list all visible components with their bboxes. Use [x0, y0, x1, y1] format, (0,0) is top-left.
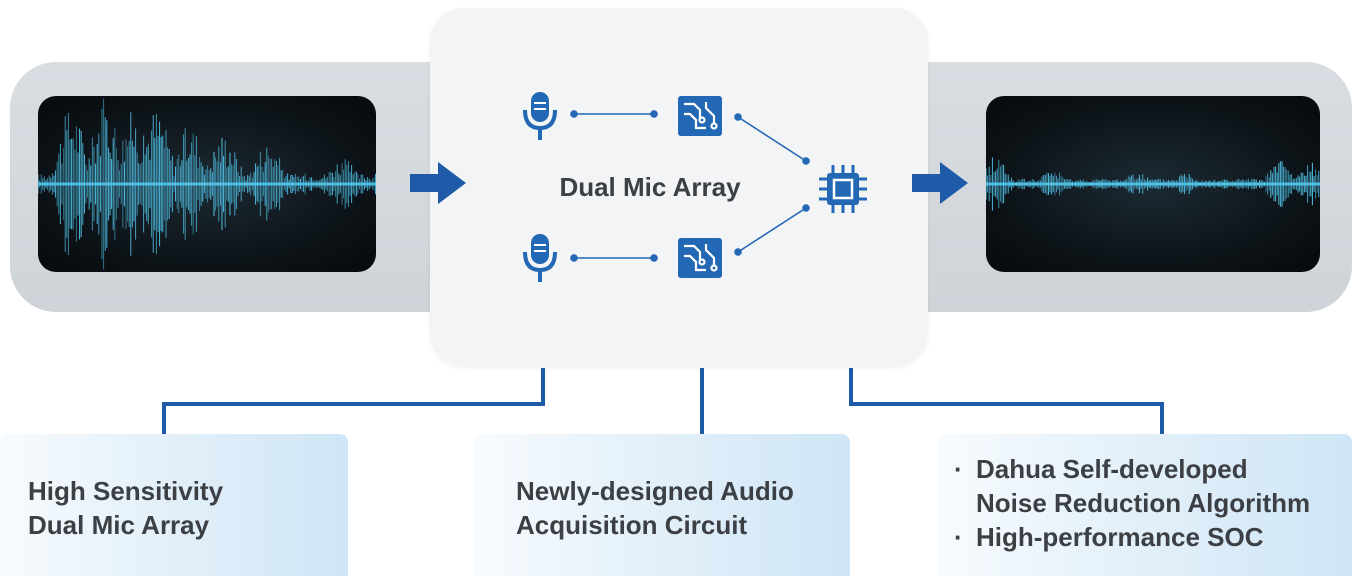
feature-line: Newly-designed Audio — [516, 476, 794, 506]
bullet-continuation: Noise Reduction Algorithm — [954, 486, 1310, 520]
noisy-waveform-graphic — [38, 98, 376, 270]
feature-line: Noise Reduction Algorithm — [976, 488, 1311, 518]
feature-line: High Sensitivity — [28, 476, 224, 506]
feature-text-mic-array: High Sensitivity Dual Mic Array — [28, 474, 223, 542]
chip-icon — [819, 165, 867, 213]
microphone-icon — [523, 92, 557, 140]
feature-box-audio-circuit — [474, 434, 850, 576]
microphone-icon — [523, 234, 557, 282]
circuit-board-icon — [678, 238, 722, 278]
arrow-right-icon — [912, 162, 968, 204]
feature-text-audio-circuit: Newly-designed Audio Acquisition Circuit — [516, 474, 794, 542]
clean-waveform-graphic — [986, 157, 1320, 211]
dual-mic-array-label: Dual Mic Array — [559, 172, 741, 202]
circuit-board-icon — [678, 96, 722, 136]
feature-box-mic-array — [0, 434, 348, 576]
feature-line: Acquisition Circuit — [516, 510, 748, 540]
feature-line: Dahua Self-developed — [976, 454, 1248, 484]
feature-box-noise-reduction — [938, 434, 1352, 576]
bullet-item: · Dahua Self-developed — [954, 452, 1310, 486]
arrow-right-icon — [410, 162, 466, 204]
feature-line: High-performance SOC — [976, 522, 1264, 552]
noisy-audio-waveform — [38, 96, 376, 272]
bullet-dot: · — [954, 454, 963, 484]
bullet-item: · High-performance SOC — [954, 520, 1310, 554]
feature-line: Dual Mic Array — [28, 510, 210, 540]
clean-audio-waveform — [986, 96, 1320, 272]
bullet-dot: · — [954, 522, 963, 552]
feature-text-noise-reduction: · Dahua Self-developed Noise Reduction Al… — [954, 452, 1310, 554]
